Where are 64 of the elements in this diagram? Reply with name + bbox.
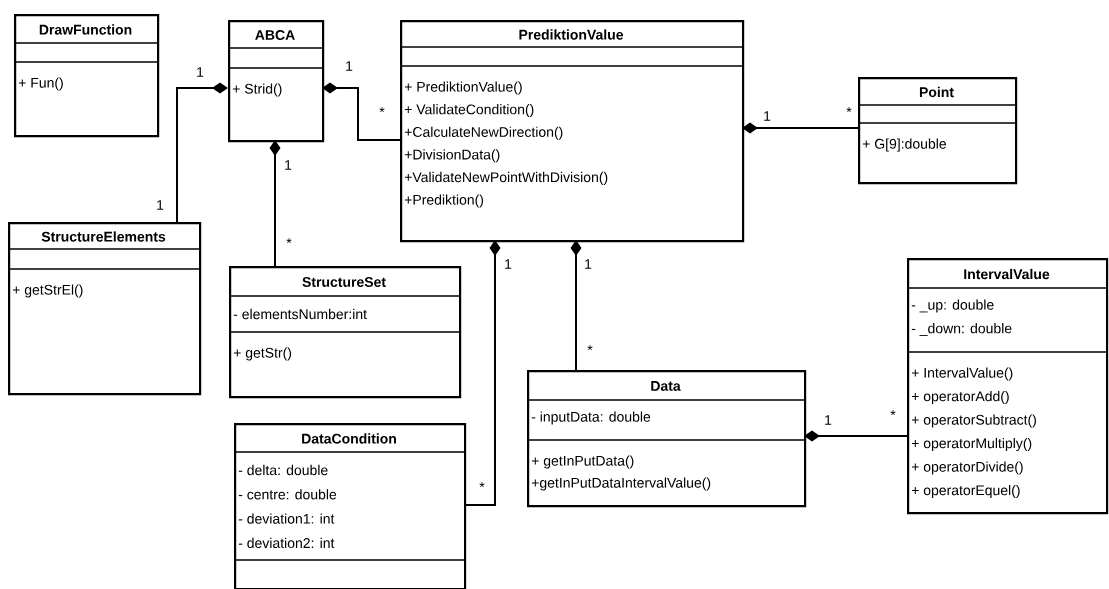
method-text: + operatorEquel() [911, 484, 1020, 498]
method-text: +ValidateNewPointWithDivision() [404, 171, 608, 185]
method-text: + ValidateCondition() [404, 104, 534, 118]
multiplicity-label: * [479, 482, 485, 488]
composition-line [269, 140, 281, 267]
method-text: + getStr() [233, 347, 292, 361]
method-text: +CalculateNewDirection() [404, 126, 563, 140]
class-name: DataCondition [302, 433, 396, 444]
method-text: + Fun() [18, 77, 63, 91]
composition-line [176, 82, 228, 223]
method-text: +Prediktion() [404, 194, 484, 208]
multiplicity-label: 1 [346, 61, 353, 71]
method-text: + operatorSubtract() [911, 414, 1036, 428]
method-text: + getInPutData() [531, 455, 634, 469]
composition-line [742, 122, 859, 134]
method-text: + operatorDivide() [911, 461, 1023, 475]
attribute-text: - elementsNumber:int [233, 308, 367, 320]
multiplicity-label: * [379, 107, 385, 113]
class-name: IntervalValue [964, 268, 1050, 280]
composition-line [322, 82, 401, 141]
multiplicity-label: 1 [585, 259, 592, 269]
class-box [399, 20, 745, 243]
method-text: + IntervalValue() [911, 367, 1013, 381]
class-name: Data [651, 381, 681, 391]
attribute-text: - _up: double [911, 299, 994, 313]
class-name: PrediktionValue [519, 29, 624, 40]
class-box [526, 370, 807, 508]
class-name: StructureElements [41, 231, 166, 242]
method-text: + operatorMultiply() [911, 437, 1032, 451]
class-box [857, 77, 1018, 185]
multiplicity-label: 1 [764, 111, 771, 121]
multiplicity-label: 1 [197, 67, 204, 77]
class-box [906, 258, 1109, 515]
method-text: + operatorAdd() [911, 390, 1009, 404]
attribute-text: - _down: double [911, 323, 1012, 336]
multiplicity-label: * [286, 238, 292, 244]
class-box [7, 222, 202, 396]
attribute-text: - inputData: double [531, 411, 651, 425]
method-text: + PrediktionValue() [404, 81, 522, 95]
multiplicity-label: 1 [825, 415, 832, 425]
multiplicity-label: 1 [285, 160, 292, 170]
class-box [13, 14, 160, 138]
multiplicity-label: 1 [505, 259, 512, 269]
attribute-text: - deviation1: int [238, 513, 335, 524]
class-box [227, 20, 325, 143]
class-name: StructureSet [302, 277, 386, 287]
method-text: + Strid() [232, 83, 282, 97]
method-text: + G[9]:double [862, 138, 946, 152]
attribute-text: - delta: double [238, 464, 328, 476]
method-text: +DivisionData() [404, 149, 500, 163]
composition-line [804, 430, 908, 442]
composition-line [570, 240, 582, 371]
class-name: Point [919, 86, 954, 98]
class-name: ABCA [255, 30, 295, 40]
method-text: + getStrEl() [12, 284, 83, 298]
attribute-text: - deviation2: int [238, 537, 335, 549]
attribute-text: - centre: double [238, 489, 337, 500]
class-name: DrawFunction [39, 24, 132, 35]
composition-line [463, 240, 501, 506]
method-text: +getInPutDataIntervalValue() [531, 477, 711, 491]
class-box [228, 266, 462, 399]
class-box [233, 423, 467, 589]
multiplicity-label: * [587, 345, 593, 351]
multiplicity-label: 1 [157, 200, 164, 210]
